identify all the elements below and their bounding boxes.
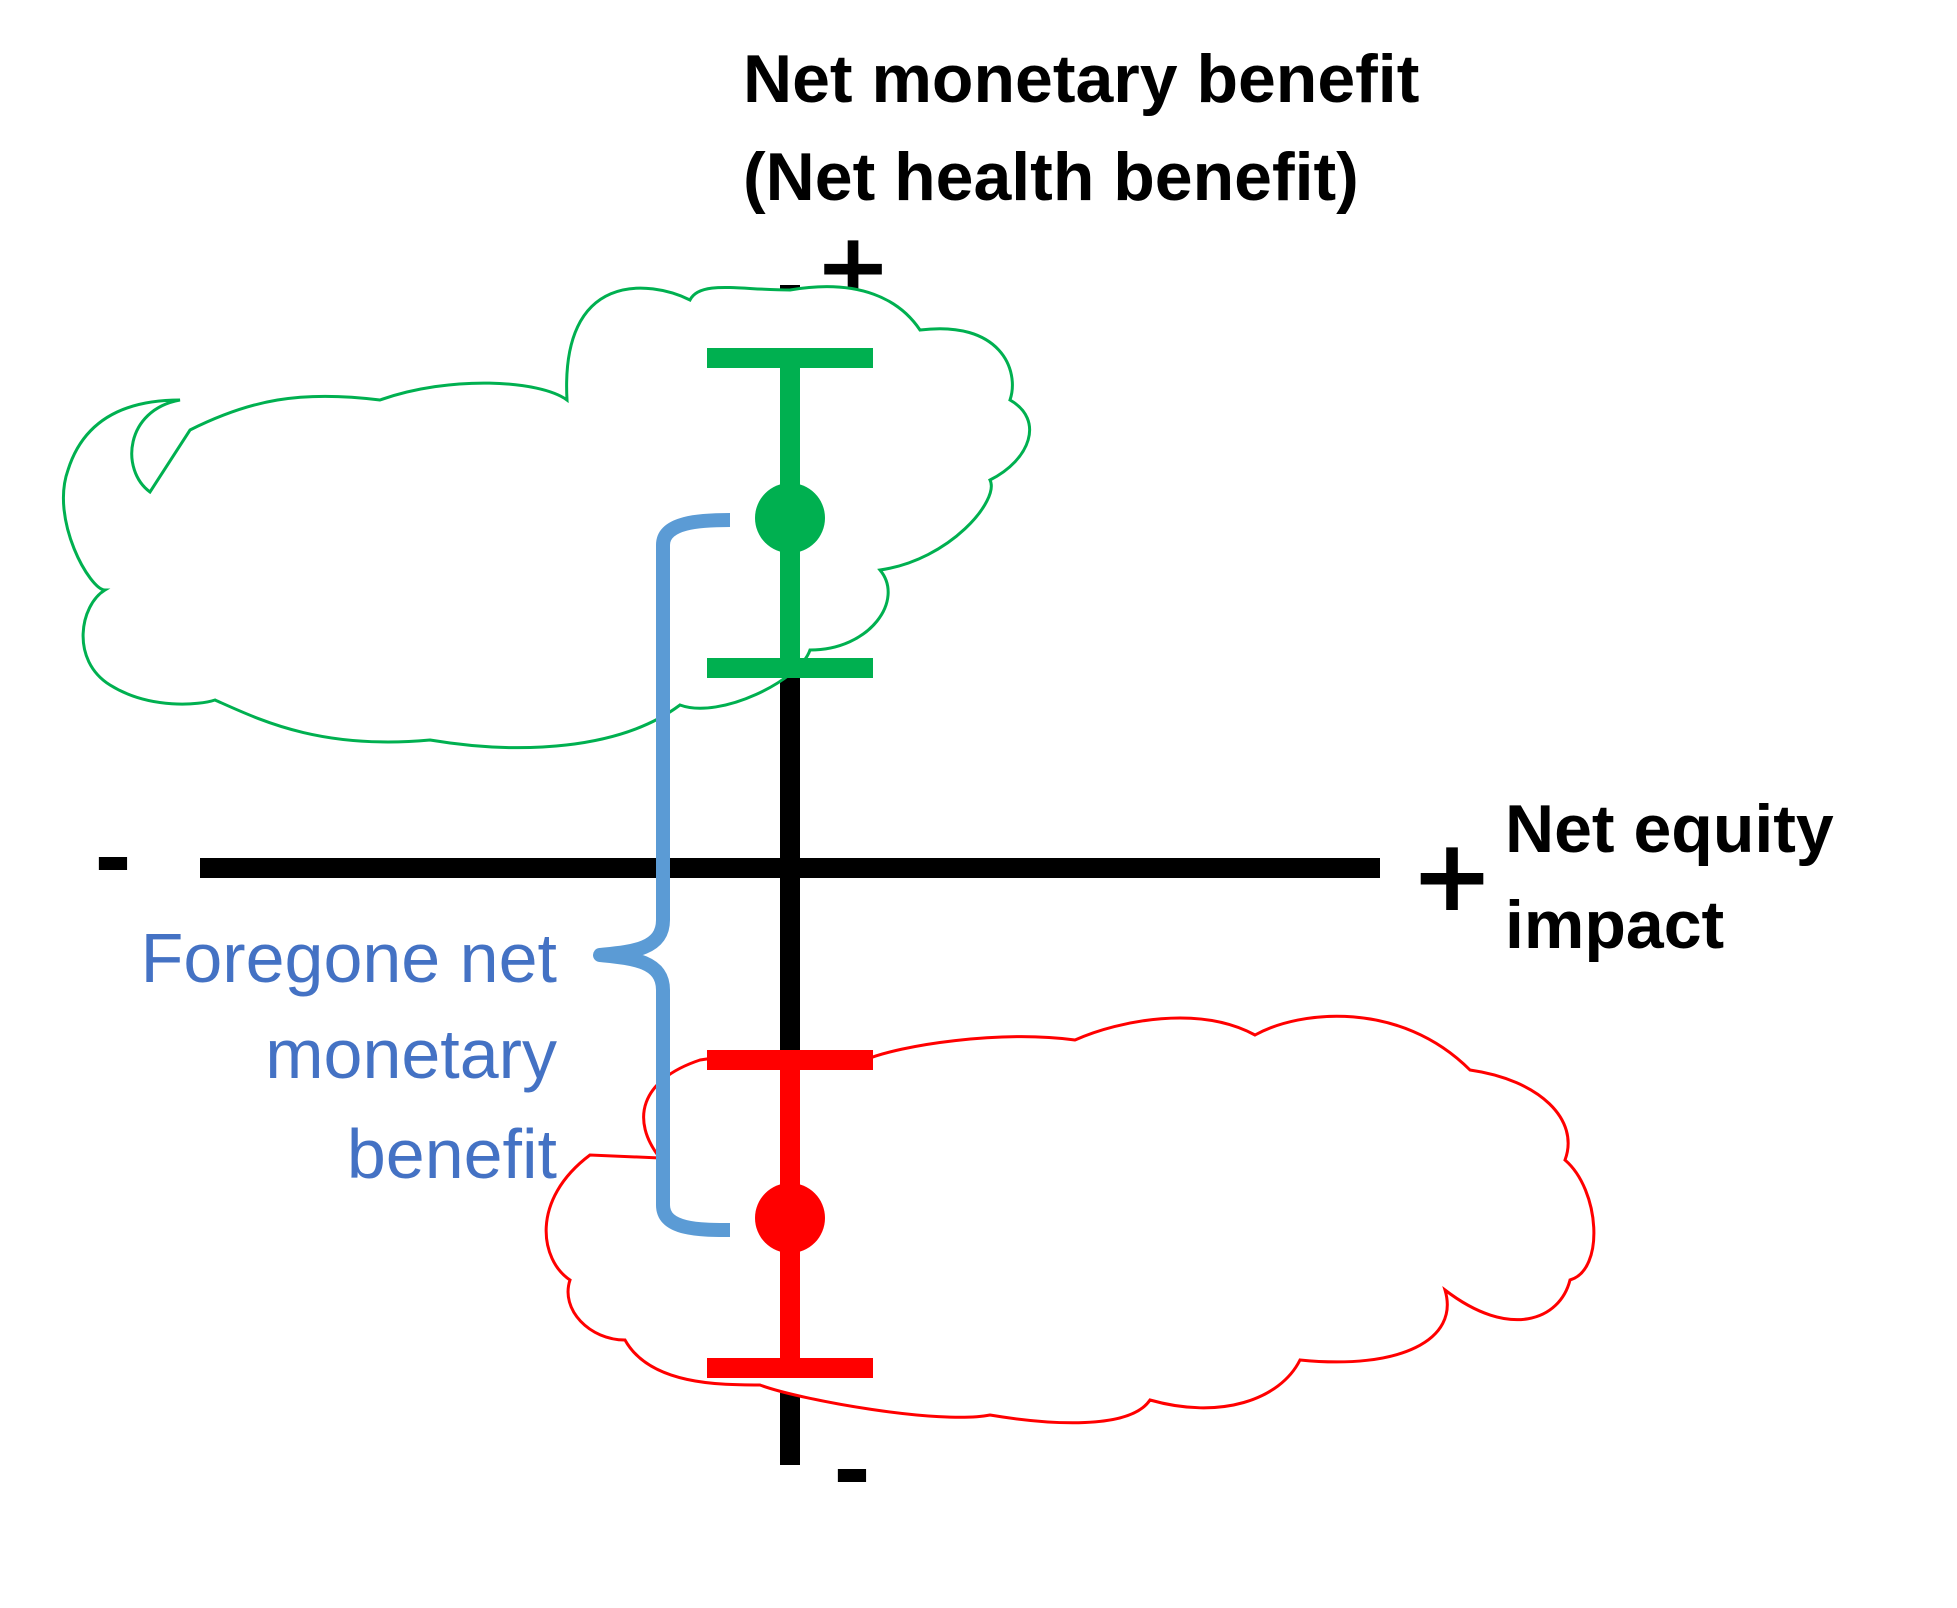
brace-label-line3: benefit: [347, 1115, 557, 1193]
x-axis-negative-sign: -: [94, 805, 132, 912]
lower-estimate: [707, 1050, 873, 1378]
x-axis-positive-sign: +: [1410, 817, 1494, 934]
lower-uncertainty-cloud: [544, 1014, 1596, 1425]
upper-estimate-point: [755, 483, 825, 553]
y-axis-title-line1: Net monetary benefit: [743, 41, 1419, 117]
y-axis-title-line2: (Net health benefit): [743, 139, 1359, 215]
upper-estimate: [707, 348, 873, 678]
lower-estimate-point: [755, 1183, 825, 1253]
brace-label-line2: monetary: [265, 1015, 557, 1093]
upper-uncertainty-cloud: [62, 285, 1032, 750]
y-axis-negative-sign: -: [833, 1417, 871, 1524]
x-axis-title-line1: Net equity: [1505, 791, 1834, 867]
x-axis-title-line2: impact: [1505, 887, 1724, 963]
foregone-benefit-brace: [593, 513, 731, 1237]
brace-label-line1: Foregone net: [141, 919, 557, 997]
